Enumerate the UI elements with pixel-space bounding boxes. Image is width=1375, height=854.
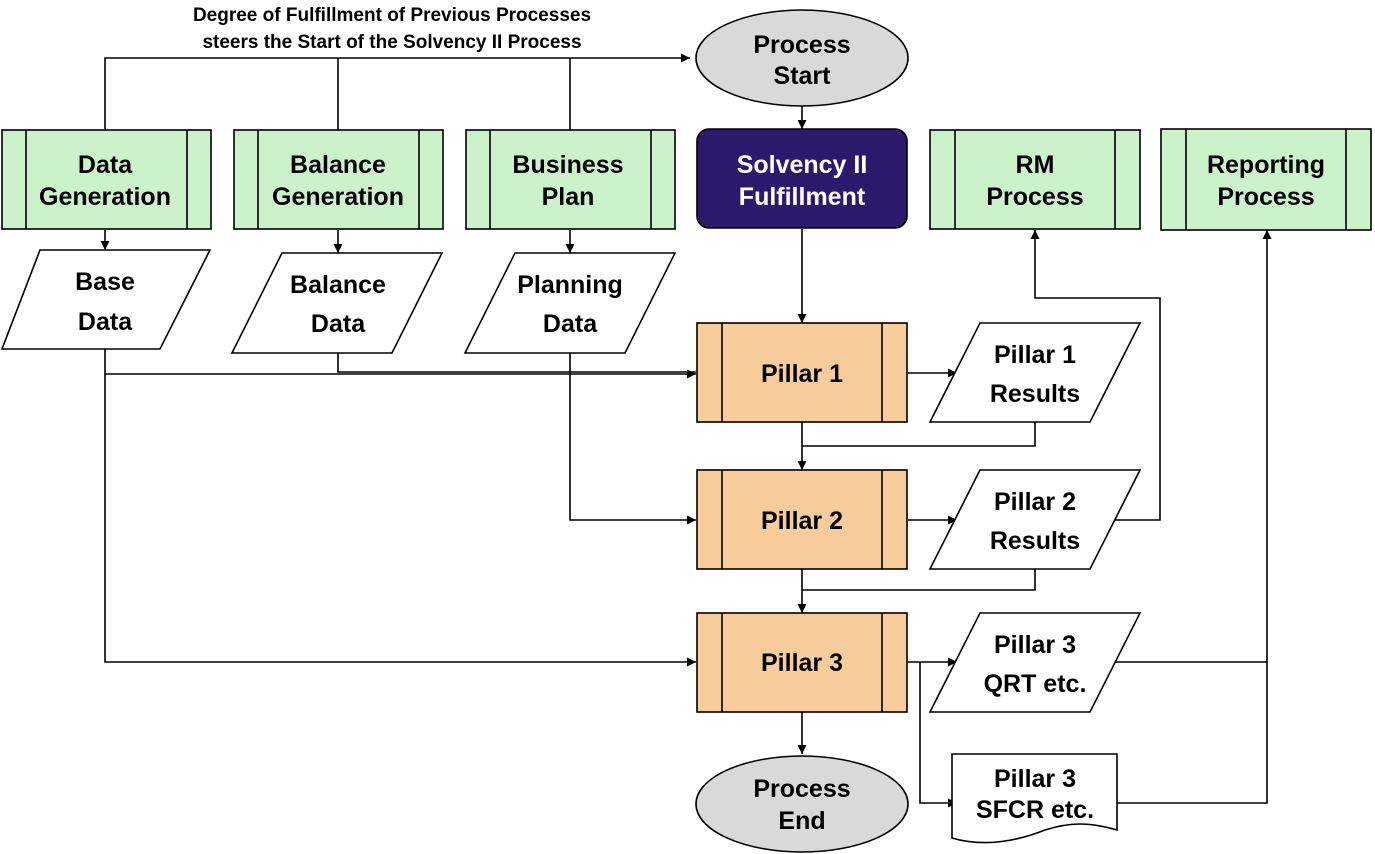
reporting-process-line-2: Process [1217, 183, 1314, 211]
balance-generation-process: Balance Generation [233, 129, 444, 230]
business-plan-process: Business Plan [465, 129, 676, 230]
planning-data-line-1: Planning [517, 271, 623, 299]
caption-line-1: Degree of Fulfillment of Previous Proces… [193, 5, 591, 26]
connector-planning-data-to-pillar2 [569, 353, 696, 525]
connector-pillar2-results-merge [802, 569, 1036, 591]
pillar-3-sfcr-line-2: SFCR etc. [976, 796, 1094, 824]
pillar-3-qrt-line-2: QRT etc. [984, 670, 1087, 698]
pillar-3-label: Pillar 3 [761, 649, 843, 677]
pillar-2-results-item: Pillar 2 Results [928, 469, 1142, 570]
pillar-3-process: Pillar 3 [696, 612, 908, 713]
reporting-process: Reporting Process [1160, 128, 1372, 231]
data-generation-line-2: Generation [39, 183, 171, 211]
pillar-3-qrt-item: Pillar 3 QRT etc. [928, 612, 1142, 713]
pillar-1-process: Pillar 1 [696, 322, 908, 423]
solvency-line-2: Fulfillment [739, 183, 866, 211]
pillar-2-results-line-2: Results [990, 527, 1080, 555]
process-start-terminal: Process Start [695, 9, 909, 107]
business-plan-line-2: Plan [542, 183, 595, 211]
pillar-3-sfcr-line-1: Pillar 3 [994, 765, 1076, 793]
planning-data-line-2: Data [543, 310, 598, 338]
pillar-1-results-item: Pillar 1 Results [928, 322, 1142, 423]
rm-process: RM Process [929, 129, 1141, 230]
feedback-caption: Degree of Fulfillment of Previous Proces… [193, 5, 591, 53]
connector-sfcr-to-reporting [1117, 662, 1268, 804]
pillar-3-qrt-line-1: Pillar 3 [994, 631, 1076, 659]
connector-pillar2-results-to-rm [1030, 230, 1161, 521]
base-data-line-2: Data [78, 308, 133, 336]
base-data-line-1: Base [75, 268, 135, 296]
pillar-3-sfcr-document: Pillar 3 SFCR etc. [951, 753, 1118, 844]
balance-data-line-2: Data [311, 310, 366, 338]
pillar-1-results-line-2: Results [990, 380, 1080, 408]
process-end-terminal: Process End [695, 755, 909, 853]
balance-generation-line-1: Balance [290, 151, 386, 179]
pillar-2-label: Pillar 2 [761, 507, 843, 535]
connector-pillar3-to-sfcr [919, 662, 957, 808]
process-start-line-1: Process [753, 31, 850, 59]
connector-balance-data-to-pillar1 [337, 353, 696, 373]
pillar-2-results-line-1: Pillar 2 [994, 488, 1076, 516]
balance-data-line-1: Balance [290, 271, 386, 299]
business-plan-line-1: Business [512, 151, 623, 179]
pillar-1-label: Pillar 1 [761, 360, 843, 388]
connectors [100, 53, 1272, 808]
connector-base-data-to-pillar3 [104, 374, 696, 667]
balance-generation-line-2: Generation [272, 183, 404, 211]
connector-pillar1-results-merge [802, 422, 1036, 447]
connector-qrt-to-reporting [1112, 230, 1272, 663]
process-start-line-2: Start [774, 62, 832, 90]
process-end-line-2: End [778, 807, 825, 835]
balance-data-item: Balance Data [230, 252, 444, 354]
base-data-item: Base Data [0, 249, 212, 350]
rm-process-line-2: Process [986, 183, 1083, 211]
rm-process-line-1: RM [1016, 151, 1055, 179]
planning-data-item: Planning Data [463, 252, 677, 354]
pillar-1-results-line-1: Pillar 1 [994, 341, 1076, 369]
solvency-line-1: Solvency II [737, 151, 868, 179]
process-end-line-1: Process [753, 775, 850, 803]
data-generation-process: Data Generation [1, 129, 212, 230]
connector-feedback-to-start [104, 53, 690, 130]
data-generation-line-1: Data [78, 151, 133, 179]
pillar-2-process: Pillar 2 [696, 469, 908, 570]
caption-line-2: steers the Start of the Solvency II Proc… [202, 32, 581, 53]
solvency-ii-fulfillment-process: Solvency II Fulfillment [696, 128, 908, 229]
reporting-process-line-1: Reporting [1207, 151, 1325, 179]
